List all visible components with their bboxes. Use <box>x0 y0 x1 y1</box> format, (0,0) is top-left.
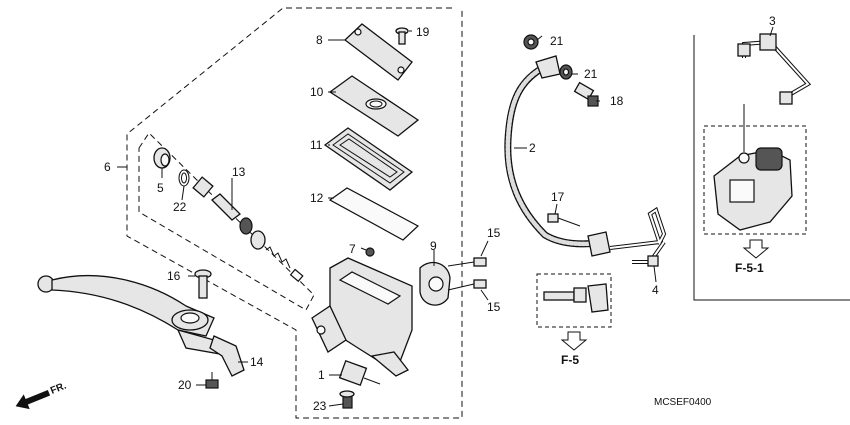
callout-21-upper: 21 <box>550 34 564 48</box>
piston-boot <box>153 147 171 169</box>
callout-7: 7 <box>349 242 356 256</box>
gasket-plate <box>328 187 420 241</box>
master-cylinder-group-outline <box>126 7 463 419</box>
callout-17: 17 <box>551 190 565 204</box>
f51-reference-label: F-5-1 <box>735 261 764 275</box>
callout-11: 11 <box>310 138 323 152</box>
reservoir-diaphragm <box>323 127 414 191</box>
brake-light-switch <box>338 359 381 387</box>
callout-8: 8 <box>316 33 323 47</box>
holder-hole <box>428 276 444 292</box>
callout-6: 6 <box>104 160 111 174</box>
callout-4: 4 <box>652 283 659 297</box>
oil-bolt <box>573 81 599 107</box>
front-direction-label: FR. <box>49 380 68 396</box>
callout-15-upper: 15 <box>487 226 501 240</box>
callout-13: 13 <box>232 165 246 179</box>
master-cylinder-body <box>311 247 413 377</box>
abs-modulator-group-outline <box>693 35 850 301</box>
piston-set-outline <box>138 132 315 311</box>
sealing-washer-lower <box>559 64 573 80</box>
f5-detail-box <box>536 273 612 328</box>
holder-bolt-upper <box>447 257 487 267</box>
pivot-bolt <box>194 269 212 299</box>
pivot-nut <box>205 372 219 389</box>
callout-19: 19 <box>416 25 430 39</box>
reservoir-cap <box>343 23 413 81</box>
f5-detail-hose-end <box>543 283 609 313</box>
callout-9: 9 <box>430 239 437 253</box>
callout-21-lower: 21 <box>584 67 598 81</box>
piston-set <box>192 176 304 283</box>
cap-screw <box>395 27 409 45</box>
lever-adjuster <box>209 335 245 377</box>
f51-reference-arrow-icon <box>742 239 770 259</box>
abs-pipe <box>737 33 812 105</box>
diaphragm-plate <box>328 75 420 137</box>
holder-bolt-lower <box>447 279 487 291</box>
f5-reference-label: F-5 <box>561 353 579 367</box>
callout-23: 23 <box>313 399 327 413</box>
front-direction-arrow-icon <box>15 389 51 410</box>
hose-clamp-bolt <box>547 213 581 227</box>
callout-15-lower: 15 <box>487 300 501 314</box>
f5-reference-arrow-icon <box>560 331 588 351</box>
callout-22: 22 <box>173 200 187 214</box>
callout-2: 2 <box>529 141 536 155</box>
circlip <box>178 169 190 187</box>
abs-modulator <box>713 104 793 231</box>
callout-5: 5 <box>157 181 164 195</box>
callout-12: 12 <box>310 191 324 205</box>
callout-1: 1 <box>318 368 325 382</box>
callout-3: 3 <box>769 14 776 28</box>
callout-10: 10 <box>310 85 324 99</box>
f51-detail-box <box>703 125 807 235</box>
sealing-washer-upper <box>523 34 539 50</box>
diagram-code: MCSEF0400 <box>654 397 712 408</box>
brake-pipe <box>609 206 667 267</box>
callout-16: 16 <box>167 269 181 283</box>
callout-14: 14 <box>250 355 264 369</box>
brake-hose <box>504 55 611 257</box>
callout-18: 18 <box>610 94 624 108</box>
leader-lines <box>117 26 774 407</box>
callout-20: 20 <box>178 378 192 392</box>
switch-screw <box>339 390 355 409</box>
